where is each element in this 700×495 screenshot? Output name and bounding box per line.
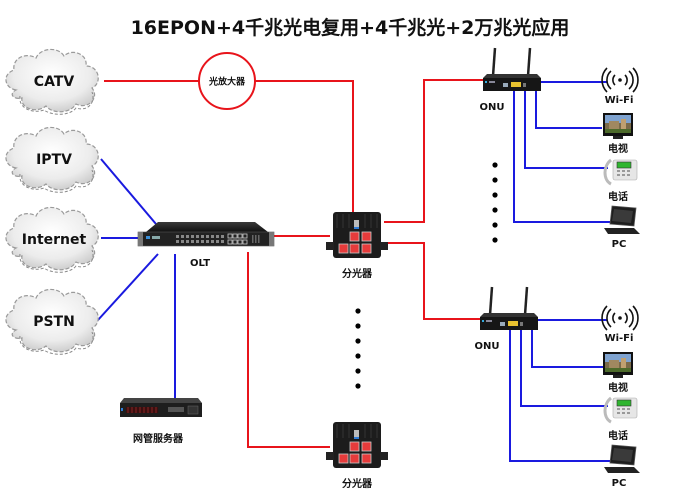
splitter-device-2[interactable]	[326, 422, 388, 468]
fiber-links	[104, 79, 483, 448]
splitter-to-onu1-line	[384, 79, 483, 223]
onu2-pc-line	[509, 330, 610, 462]
terminal-label-pc: PC	[611, 239, 627, 250]
ellipsis-dot	[492, 207, 498, 213]
terminal-label-phone: 电话	[608, 431, 628, 442]
terminal-label-tv: 电视	[608, 144, 628, 155]
splitter-device-1[interactable]	[326, 212, 388, 258]
wifi-icon	[601, 67, 639, 93]
ellipsis-dot	[355, 308, 361, 314]
ellipsis-dot	[355, 353, 361, 359]
splitter-to-onu2-line	[384, 242, 483, 320]
onu-label-1: ONU	[479, 102, 505, 113]
terminal-label-pc: PC	[611, 478, 627, 489]
onu-device-2[interactable]	[480, 286, 538, 330]
ellipsis-dot	[492, 222, 498, 228]
terminal-label-wifi: Wi-Fi	[604, 333, 634, 344]
onu1-phone-line	[524, 91, 608, 169]
cloud-label-catv: CATV	[33, 74, 75, 90]
wifi-icon	[601, 305, 639, 331]
olt-to-splitter2-line	[247, 252, 330, 448]
cloud-label-iptv: IPTV	[36, 152, 72, 168]
pc-icon	[604, 444, 640, 473]
onu-label-2: ONU	[474, 341, 500, 352]
amplifier-to-splitter-line	[255, 80, 354, 215]
cloud-label-pstn: PSTN	[33, 314, 75, 330]
splitter-ellipsis	[355, 308, 361, 389]
amplifier-circle	[198, 52, 256, 110]
ellipsis-dot	[492, 192, 498, 198]
onu1-pc-line	[513, 91, 610, 223]
olt-device[interactable]	[137, 222, 275, 247]
onu1-tv-line	[535, 91, 602, 129]
ellipsis-dot	[355, 323, 361, 329]
pstn-to-olt-line	[97, 253, 159, 321]
onu2-phone-line	[520, 330, 608, 407]
phone-icon	[603, 396, 638, 424]
ellipsis-dot	[355, 338, 361, 344]
terminal-label-tv: 电视	[608, 383, 628, 394]
ellipsis-dot	[492, 162, 498, 168]
tv-icon	[603, 113, 633, 139]
onu2-tv-line	[531, 330, 605, 368]
ellipsis-dot	[492, 177, 498, 183]
server-label: 网管服务器	[133, 434, 183, 445]
splitter-label-2: 分光器	[342, 479, 372, 490]
copper-links	[97, 81, 610, 462]
cloud-label-internet: Internet	[21, 232, 87, 248]
phone-icon	[603, 158, 638, 186]
iptv-to-olt-line	[100, 158, 157, 225]
ellipsis-dot	[355, 368, 361, 374]
onu-device-1[interactable]	[483, 47, 541, 91]
diagram-title: 16EPON+4千兆光电复用+4千兆光+2万兆光应用	[130, 17, 570, 39]
onu-ellipsis	[492, 162, 498, 243]
pc-icon	[604, 205, 640, 234]
splitter-label-1: 分光器	[342, 269, 372, 280]
ellipsis-dot	[355, 383, 361, 389]
terminal-label-phone: 电话	[608, 192, 628, 203]
ellipsis-dot	[492, 237, 498, 243]
amplifier-label: 光放大器	[208, 77, 246, 88]
terminal-label-wifi: Wi-Fi	[604, 95, 634, 106]
server-device[interactable]	[120, 398, 202, 417]
olt-label: OLT	[189, 258, 211, 269]
tv-icon	[603, 352, 633, 378]
